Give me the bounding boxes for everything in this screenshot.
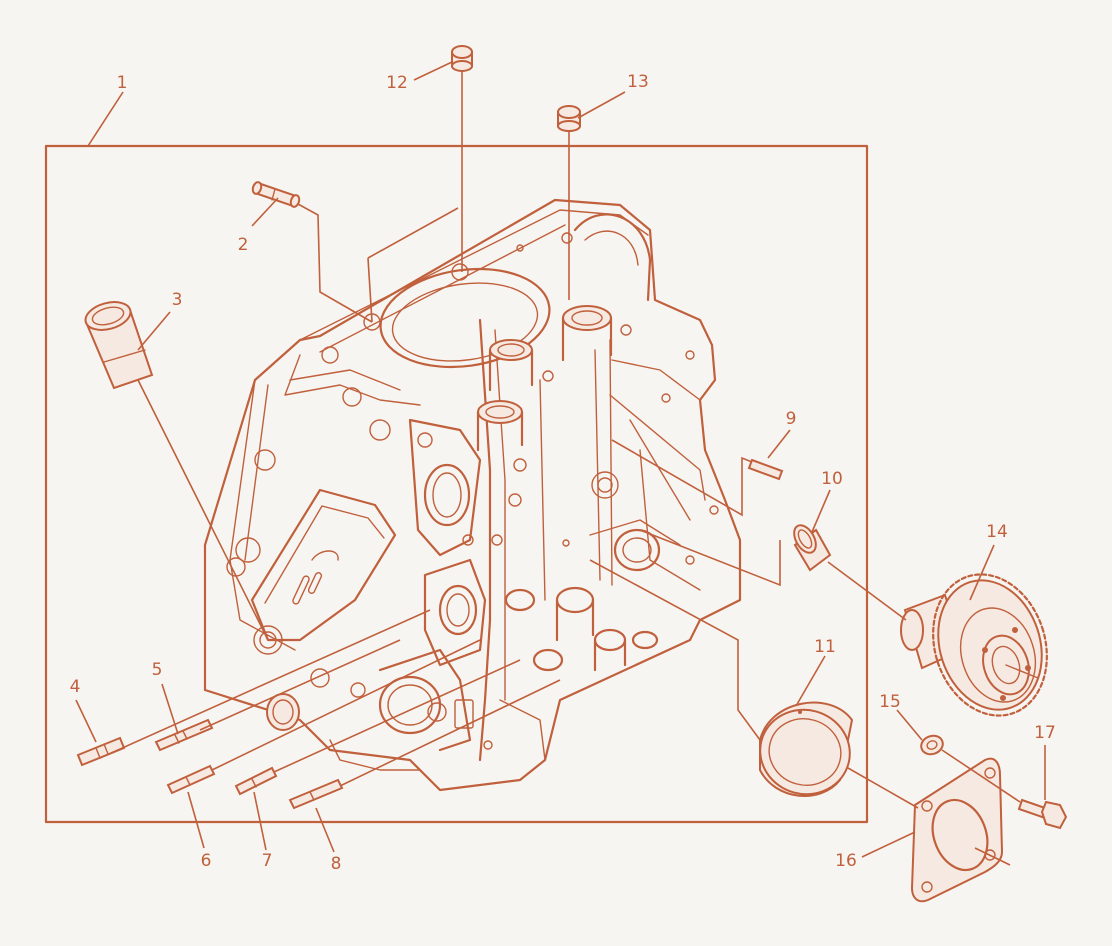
callout-9: 9 — [786, 409, 797, 429]
part-7-stud — [234, 766, 278, 796]
part-3-sleeve — [84, 301, 154, 390]
engine-block — [203, 198, 742, 792]
part-5-stud — [154, 718, 214, 752]
part-8-stud — [288, 778, 344, 810]
part-2-dowel-pin — [251, 181, 301, 208]
callout-15: 15 — [879, 692, 901, 712]
callout-14: 14 — [986, 522, 1008, 542]
part-9-pin — [747, 458, 784, 481]
callout-5: 5 — [152, 660, 163, 680]
part-10-bush — [793, 524, 832, 572]
callout-12: 12 — [386, 73, 408, 93]
leader-lines — [75, 61, 1046, 866]
part-14-gear — [900, 573, 1048, 717]
callout-11: 11 — [814, 637, 836, 657]
callout-3: 3 — [172, 290, 183, 310]
part-12-cap — [451, 45, 473, 72]
callout-1: 1 — [117, 73, 128, 93]
callout-16: 16 — [835, 851, 857, 871]
part-13-cap — [557, 105, 581, 132]
callout-13: 13 — [627, 72, 649, 92]
callout-4: 4 — [70, 677, 81, 697]
callout-10: 10 — [821, 469, 843, 489]
callout-6: 6 — [201, 851, 212, 871]
part-15-washer — [920, 734, 944, 756]
callout-8: 8 — [331, 854, 342, 874]
callout-17: 17 — [1034, 723, 1056, 743]
callout-2: 2 — [238, 235, 249, 255]
assembly-frame — [44, 144, 869, 824]
part-4-stud — [76, 736, 126, 767]
part-16-cover-plate — [910, 757, 1004, 903]
callout-7: 7 — [262, 851, 273, 871]
part-17-bolt — [1017, 798, 1068, 830]
part-11-seal-ring — [759, 701, 854, 797]
part-6-stud — [166, 764, 216, 795]
